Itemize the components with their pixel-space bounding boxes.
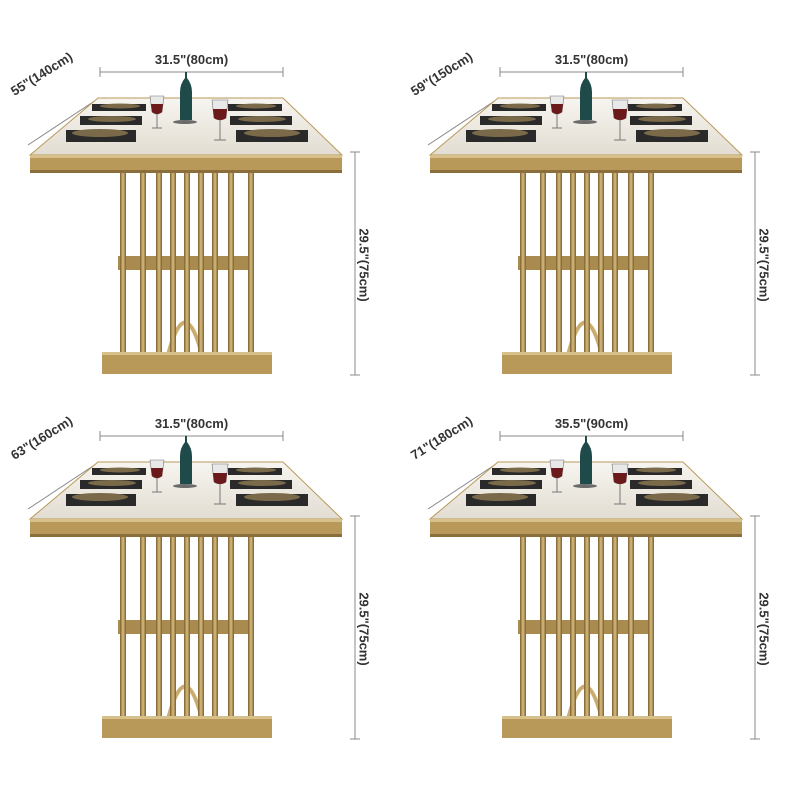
wine-glass-left	[549, 459, 565, 493]
wine-glass-right	[611, 463, 629, 505]
dimension-lines	[427, 431, 760, 740]
place-settings	[466, 467, 708, 506]
dimension-lines	[27, 431, 360, 740]
place-settings	[466, 103, 708, 142]
wine-bottle	[173, 72, 197, 124]
table-variant-4: 35.5"(90cm) 71"(180cm) 29.5"(75cm)	[400, 364, 800, 764]
table-variant-2: 31.5"(80cm) 59"(150cm) 29.5"(75cm)	[400, 0, 800, 400]
place-settings	[66, 467, 308, 506]
table-base	[102, 537, 272, 738]
width-label: 31.5"(80cm)	[554, 52, 629, 67]
height-label: 29.5"(75cm)	[756, 228, 772, 302]
width-label: 35.5"(90cm)	[554, 416, 629, 431]
place-settings	[66, 103, 308, 142]
table-base	[502, 537, 672, 738]
width-label: 31.5"(80cm)	[154, 52, 229, 67]
wine-glass-left	[149, 95, 165, 129]
dimension-lines	[27, 67, 360, 376]
height-label: 29.5"(75cm)	[356, 228, 372, 302]
height-label: 29.5"(75cm)	[356, 592, 372, 666]
wine-glass-left	[549, 95, 565, 129]
table-variant-1: 31.5"(80cm) 55"(140cm) 29.5"(75cm)	[0, 0, 400, 400]
wine-bottle	[573, 436, 597, 488]
table-variant-3: 31.5"(80cm) 63"(160cm) 29.5"(75cm)	[0, 364, 400, 764]
table-base	[102, 173, 272, 374]
wine-glass-left	[149, 459, 165, 493]
dimension-lines	[427, 67, 760, 376]
wine-glass-right	[611, 99, 629, 141]
wine-glass-right	[211, 99, 229, 141]
wine-bottle	[573, 72, 597, 124]
height-label: 29.5"(75cm)	[756, 592, 772, 666]
wine-glass-right	[211, 463, 229, 505]
table-base	[502, 173, 672, 374]
width-label: 31.5"(80cm)	[154, 416, 229, 431]
wine-bottle	[173, 436, 197, 488]
